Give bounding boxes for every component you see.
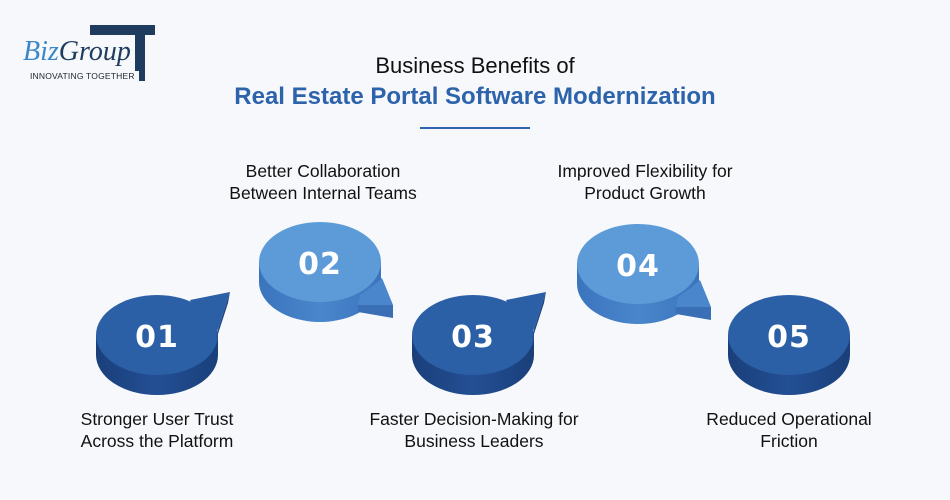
page-title-line2: Real Estate Portal Software Modernizatio… (234, 83, 716, 110)
step-05-label: Reduced Operational Friction (706, 408, 871, 452)
step-02-number: 02 (298, 247, 342, 282)
step-02-disc: 02 (259, 222, 393, 322)
logo-frame-top-shape (90, 25, 155, 35)
step-03-label-line2: Business Leaders (404, 431, 544, 451)
logo-wordmark: BizGroup (23, 37, 135, 67)
arrow-down-right-icon (676, 280, 711, 320)
step-01-label-line2: Across the Platform (80, 431, 234, 451)
step-01-number: 01 (135, 320, 179, 355)
arrow-down-right-icon (358, 278, 393, 318)
title-underline-divider (420, 127, 530, 129)
step-01-label-line1: Stronger User Trust (80, 409, 234, 429)
step-04-disc: 04 (577, 224, 711, 324)
step-05-label-line2: Friction (760, 431, 818, 451)
logo-tagline: INNOVATING TOGETHER (30, 71, 139, 81)
page-title-line1: Business Benefits of (375, 53, 575, 78)
step-04-number: 04 (616, 249, 660, 284)
step-03-number: 03 (451, 320, 495, 355)
step-01-label: Stronger User Trust Across the Platform (81, 408, 234, 452)
step-05-number: 05 (767, 320, 811, 355)
arrow-up-right-icon (190, 292, 230, 340)
bizgroup-logo: BizGroup INNOVATING TOGETHER (0, 0, 170, 95)
step-03-label: Faster Decision-Making for Business Lead… (369, 408, 578, 452)
step-02-label-line1: Better Collaboration (245, 161, 401, 181)
logo-brand-part2: Group (58, 36, 131, 67)
step-05-disc: 05 (728, 295, 850, 395)
logo-brand-part1: Biz (23, 36, 59, 67)
step-01-disc: 01 (96, 292, 230, 395)
arrow-up-right-icon (506, 292, 546, 340)
step-03-disc: 03 (412, 292, 546, 395)
step-03-label-line1: Faster Decision-Making for (369, 409, 579, 429)
step-02-label: Better Collaboration Between Internal Te… (229, 160, 416, 204)
step-05-label-line1: Reduced Operational (706, 409, 872, 429)
step-04-label: Improved Flexibility for Product Growth (557, 160, 732, 204)
step-04-label-line1: Improved Flexibility for (557, 161, 733, 181)
step-02-label-line2: Between Internal Teams (229, 183, 417, 203)
step-04-label-line2: Product Growth (584, 183, 706, 203)
